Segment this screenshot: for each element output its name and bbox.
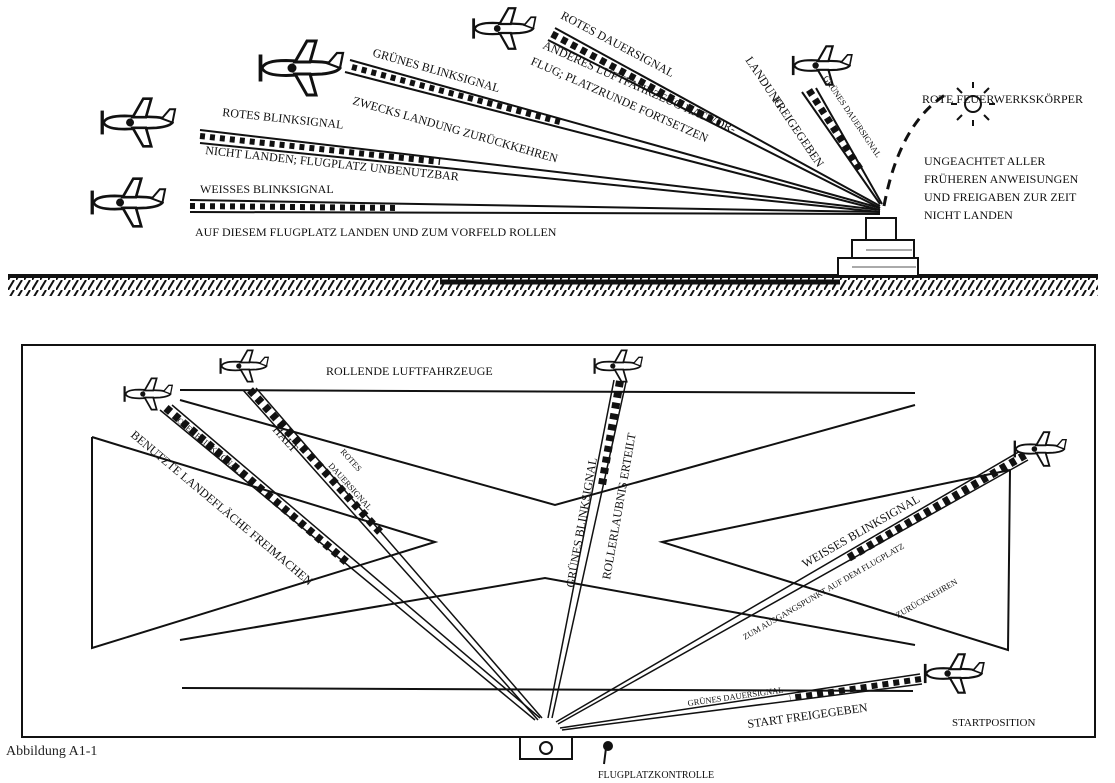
airplane-icon [100, 96, 177, 149]
airplane-icon [90, 176, 167, 229]
airplane-icon [923, 652, 986, 695]
firework-burst-icon [951, 82, 995, 126]
beam-red-flash-bottom [159, 404, 541, 721]
start-position-label: STARTPOSITION [952, 717, 1035, 729]
airplane-icon [472, 6, 537, 51]
area-label: ROLLENDE LUFTFAHRZEUGE [326, 364, 493, 378]
top-panel: WEISSES BLINKSIGNAL AUF DIESEM FLUGPLATZ… [8, 6, 1098, 296]
signal-lamp-icon [519, 736, 573, 760]
bottom-panel: ROLLENDE LUFTFAHRZEUGE ROTES BLINKSIGNAL… [21, 344, 1096, 781]
airplane-icon [123, 377, 174, 411]
airplane-icon [593, 349, 644, 383]
beam-green-steady-bottom [559, 673, 923, 731]
firework-trajectory [882, 90, 951, 207]
lamp-pointer [603, 741, 613, 765]
top-green-steady-meaning-2: FREIGEGEBEN [770, 94, 828, 170]
beam-red-flashing [199, 129, 881, 213]
beam-green-steady [801, 87, 883, 205]
firework-meaning-1: UNGEACHTET ALLER [924, 154, 1045, 168]
control-tower-icon [837, 217, 919, 277]
airplane-icon [219, 349, 270, 383]
top-red-flash-label: ROTES BLINKSIGNAL [222, 105, 344, 132]
beam-green-flashing [344, 59, 881, 211]
airplane-icon [258, 39, 345, 97]
beam-white-flash-bottom [555, 449, 1029, 725]
firework-meaning-3: UND FREIGABEN ZUR ZEIT [924, 190, 1077, 204]
top-beams [189, 27, 951, 215]
bottom-white-flash-meaning-2: ZURÜCKKEHREN [894, 576, 959, 619]
figure-caption: Abbildung A1-1 [6, 744, 98, 759]
control-label: FLUGPLATZKONTROLLE [598, 770, 714, 781]
bottom-green-flash-meaning: ROLLERLAUBNIS ERTEILT [599, 431, 639, 580]
bottom-beams [159, 379, 1029, 731]
bottom-green-steady-label: GRÜNES DAUERSIGNAL [687, 685, 784, 708]
bottom-red-steady-label-2: DAUERSIGNAL [327, 461, 375, 513]
top-white-flash-meaning: AUF DIESEM FLUGPLATZ LANDEN UND ZUM VORF… [195, 225, 557, 239]
beam-red-steady-bottom [242, 387, 543, 721]
beam-white-flashing [189, 199, 881, 215]
firework-label: ROTE FEUERWERKSKÖRPER [922, 92, 1083, 106]
firework-meaning-2: FRÜHEREN ANWEISUNGEN [924, 172, 1079, 186]
top-white-flash-label: WEISSES BLINKSIGNAL [200, 182, 334, 196]
firework-meaning-4: NICHT LANDEN [924, 208, 1013, 222]
top-green-flash-label: GRÜNES BLINKSIGNAL [371, 45, 501, 95]
beam-red-steady [547, 27, 881, 209]
beam-green-flash-bottom [547, 379, 627, 719]
top-green-steady-label: GRÜNES DAUERSIGNAL [821, 74, 883, 160]
runway-layout [91, 389, 1011, 692]
bottom-white-flash-label: WEISSES BLINKSIGNAL [800, 492, 923, 571]
